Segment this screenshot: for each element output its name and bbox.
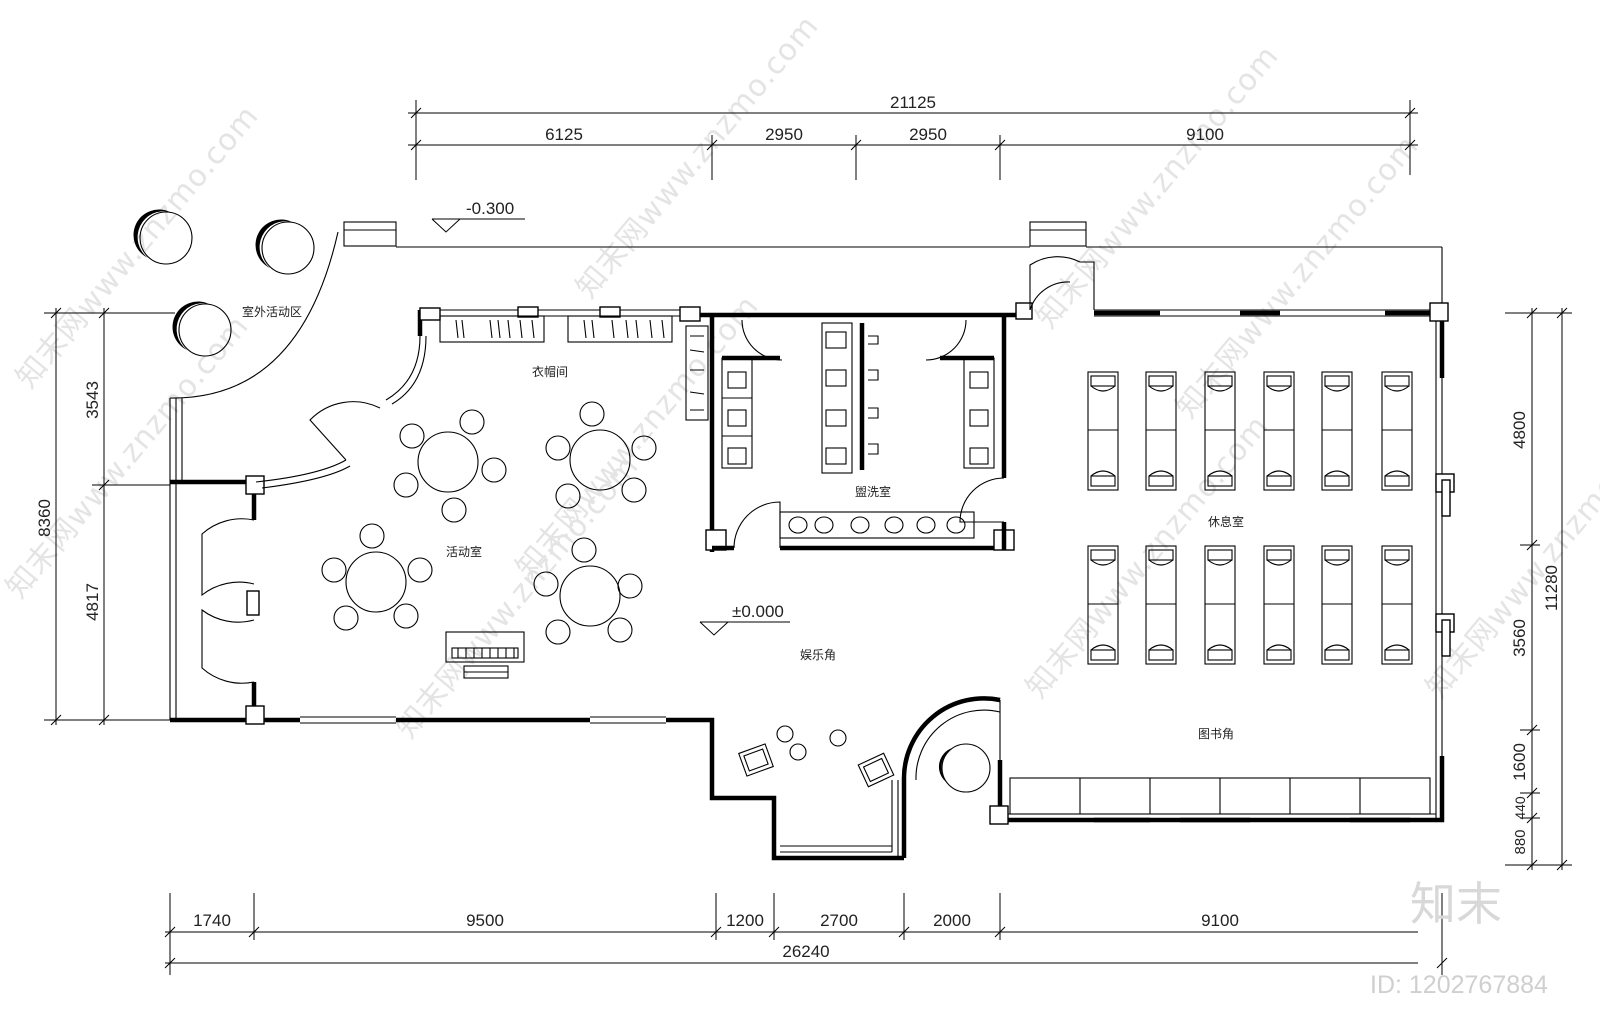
- room-label-entertainment: 娱乐角: [800, 648, 836, 662]
- outdoor-area: 室外活动区: [133, 209, 1443, 399]
- dim-bottom-3: 1200: [726, 911, 764, 930]
- level-marker-indoor: ±0.000: [699, 602, 790, 636]
- watermark-brand: 知末: [1410, 877, 1502, 931]
- room-label-library: 图书角: [1198, 727, 1234, 741]
- room-label-cloakroom: 衣帽间: [532, 364, 568, 379]
- dim-right-4: 440: [1512, 796, 1528, 820]
- bed-icon: [1381, 545, 1413, 665]
- dim-top-total: 21125: [890, 93, 936, 112]
- dim-top-1: 6125: [545, 125, 583, 144]
- room-label-outdoor: 室外活动区: [242, 304, 302, 319]
- watermark-id: ID: 1202767884: [1370, 971, 1548, 999]
- dim-right-3: 1600: [1510, 743, 1529, 781]
- bed-icon: [1381, 371, 1413, 491]
- dim-bottom-1: 1740: [193, 911, 231, 930]
- library-shelves: 图书角: [1009, 727, 1431, 815]
- dim-bottom-total: 26240: [782, 942, 829, 961]
- bed-icon: [1263, 545, 1295, 665]
- dim-top-4: 9100: [1186, 125, 1224, 144]
- dimension-left: 8360 3543 4817: [35, 307, 175, 726]
- cloak-shelves: 衣帽间: [439, 315, 709, 421]
- level-indoor-label: ±0.000: [732, 602, 784, 621]
- bed-icon: [1145, 371, 1177, 491]
- doors: [201, 256, 1095, 684]
- tree-icon: [255, 219, 315, 275]
- walls: [169, 302, 1455, 861]
- room-label-activity: 活动室: [446, 544, 482, 559]
- watermark-text: 知末网www.znzmo.com: [569, 9, 826, 305]
- dim-right-1: 4800: [1510, 411, 1529, 449]
- piano-icon: [445, 631, 525, 679]
- activity-tables: 活动室: [321, 401, 657, 645]
- round-table: [321, 523, 433, 631]
- dim-right-total: 11280: [1542, 565, 1561, 611]
- dim-bottom-4: 2700: [820, 911, 858, 930]
- bed-icon: [1321, 371, 1353, 491]
- dim-top-3: 2950: [909, 125, 947, 144]
- watermark-text: 知末网www.znzmo.com: [1029, 39, 1286, 335]
- entertainment-seating: 娱乐角: [738, 648, 895, 788]
- tree-icon: [172, 301, 232, 357]
- watermark-text: 知末网www.znzmo.com: [1019, 409, 1276, 705]
- dim-right-2: 3560: [1510, 619, 1529, 657]
- dim-right-5: 880: [1512, 829, 1529, 854]
- dimension-bottom: 1740 9500 1200 2700 2000 9100 26240: [164, 893, 1448, 975]
- washroom-fixtures: 盥洗室: [721, 322, 995, 539]
- dim-bottom-6: 9100: [1201, 911, 1239, 930]
- bed-icon: [1087, 545, 1119, 665]
- bed-icon: [1145, 545, 1177, 665]
- tree-icon: [133, 209, 193, 265]
- watermark-text: 知末网www.znzmo.com: [1419, 409, 1600, 705]
- bed-icon: [1087, 371, 1119, 491]
- dim-bottom-2: 9500: [466, 911, 504, 930]
- room-label-washroom: 盥洗室: [855, 484, 891, 499]
- round-table: [393, 409, 507, 523]
- bed-icon: [1321, 545, 1353, 665]
- watermark-layer: 知末网www.znzmo.com 知末网www.znzmo.com 知末网www…: [0, 9, 1600, 745]
- rest-beds: [1087, 371, 1413, 665]
- dim-top-2: 2950: [765, 125, 803, 144]
- room-label-rest: 休息室: [1208, 514, 1244, 529]
- dim-left-2: 4817: [83, 583, 102, 621]
- level-outdoor-label: -0.300: [466, 199, 514, 218]
- dimension-top: 21125 6125 2950 2950 9100: [408, 93, 1418, 180]
- round-table: [533, 537, 643, 645]
- bed-icon: [1263, 371, 1295, 491]
- dimension-right: 4800 3560 1600 440 880 11280: [1505, 307, 1572, 871]
- curved-wall: [901, 696, 1001, 793]
- round-table: [545, 401, 657, 509]
- level-marker-outdoor: -0.300: [431, 199, 525, 233]
- dim-left-total: 8360: [35, 499, 54, 537]
- dim-left-1: 3543: [83, 381, 102, 419]
- dim-bottom-5: 2000: [933, 911, 971, 930]
- bed-icon: [1204, 371, 1236, 491]
- bed-icon: [1204, 545, 1236, 665]
